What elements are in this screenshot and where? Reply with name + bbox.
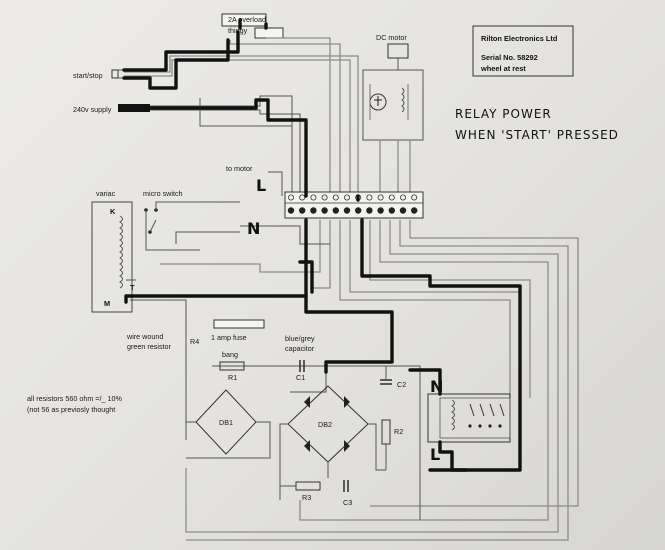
resistor-r2: R2 [381, 419, 403, 470]
bridge-rectifier-db1: DB1 [186, 389, 271, 459]
dc-motor: DC motor [362, 33, 424, 141]
terminal-screw-top [299, 194, 306, 201]
live-marker: L [256, 176, 266, 195]
supply-cable [118, 104, 150, 112]
wire-wound-label-1: wire wound [126, 332, 163, 341]
micro-switch [144, 201, 240, 251]
capacitor-c3: C3 [280, 480, 352, 507]
terminal-screw-top [411, 194, 418, 201]
relay-contact [479, 403, 485, 417]
relay-contact-terminal [468, 424, 472, 428]
terminal-screw-bottom [399, 207, 407, 214]
wheel-status: wheel at rest [480, 64, 526, 73]
overload-device: 2A overload thingy [221, 13, 284, 39]
relay [427, 393, 511, 443]
bang-label: bang [222, 350, 238, 359]
capacitor-c2: C2 [380, 366, 406, 389]
terminal-screw-bottom [287, 207, 295, 214]
bridge-rectifier-db2: DB2 [279, 385, 386, 500]
relay-contact-terminal [498, 424, 502, 428]
terminal-screw-bottom [299, 207, 306, 214]
resistor-r1: bang R1 [219, 350, 245, 382]
resistor-r3: R3 [295, 481, 321, 502]
company-name: Rilton Electronics Ltd [481, 34, 558, 43]
terminal-screw-top [377, 194, 384, 201]
variac: K T M [91, 201, 136, 313]
relay-contact [489, 403, 495, 417]
variac-terminal-m: M [104, 299, 110, 308]
terminal-screw-top [321, 194, 328, 201]
terminal-screw-bottom [343, 207, 351, 214]
fuse-label: 1 amp fuse [211, 333, 247, 342]
start-stop-label: start/stop [73, 71, 103, 80]
resistor-note-1: all resistors 560 ohm =/_ 10% [27, 394, 122, 403]
title-relay-power: RELAY POWER [455, 107, 552, 121]
title-when-start-pressed: WHEN 'START' PRESSED [455, 128, 619, 142]
terminal-screw-top [287, 194, 294, 201]
to-motor-label: to motor [226, 164, 253, 173]
capacitor-label-2: capacitor [285, 344, 315, 353]
variac-terminal-t: T [130, 283, 135, 292]
overload-label-1: 2A overload [228, 15, 266, 24]
capacitor-c1: C1 [296, 360, 305, 382]
terminal-screw-bottom [332, 207, 339, 214]
supply-label: 240v supply [73, 105, 112, 114]
terminal-screw-bottom [355, 207, 362, 214]
terminal-screw-top [332, 194, 339, 201]
terminal-screw-bottom [366, 207, 373, 214]
micro-switch-label: micro switch [143, 189, 183, 198]
terminal-screw-top [399, 194, 406, 201]
terminal-screw-top [388, 194, 395, 201]
wire-wound-label-2: green resistor [127, 342, 172, 351]
variac-terminal-k: K [110, 207, 116, 216]
c2-label: C2 [397, 380, 406, 389]
terminal-block [284, 191, 424, 219]
background-wiring [124, 37, 579, 541]
neutral-marker: N [247, 219, 260, 238]
r3-label: R3 [302, 493, 311, 502]
resistor-note-2: (not 56 as previosly thought [27, 405, 115, 414]
terminal-screw-bottom [377, 207, 384, 214]
serial-number: Serial No. 58292 [481, 53, 538, 62]
terminal-screw-top [343, 194, 350, 201]
variac-label: variac [96, 189, 116, 198]
relay-contact [469, 403, 475, 417]
c1-label: C1 [296, 373, 305, 382]
r2-label: R2 [394, 427, 403, 436]
db2-label: DB2 [318, 420, 332, 429]
fuse: 1 amp fuse [211, 319, 265, 342]
r4-label: R4 [190, 337, 199, 346]
terminal-screw-top [310, 194, 317, 201]
c3-label: C3 [343, 498, 352, 507]
company-info-box: Rilton Electronics Ltd Serial No. 58292 … [472, 25, 574, 77]
relay-power-path [122, 18, 522, 472]
db1-label: DB1 [219, 418, 233, 427]
terminal-screw-bottom [388, 207, 395, 214]
start-stop-switch [111, 69, 124, 79]
terminal-screw-bottom [321, 207, 328, 214]
terminal-screw-bottom [310, 207, 317, 214]
dc-motor-label: DC motor [376, 33, 407, 42]
terminal-screw-top [366, 194, 373, 201]
relay-contact-terminal [478, 424, 482, 428]
capacitor-label-1: blue/grey [285, 334, 315, 343]
relay-contact-terminal [488, 424, 492, 428]
terminal-screw-bottom [411, 207, 418, 214]
r1-label: R1 [228, 373, 237, 382]
relay-contact [499, 403, 505, 417]
relay-live-marker: L [430, 445, 440, 464]
